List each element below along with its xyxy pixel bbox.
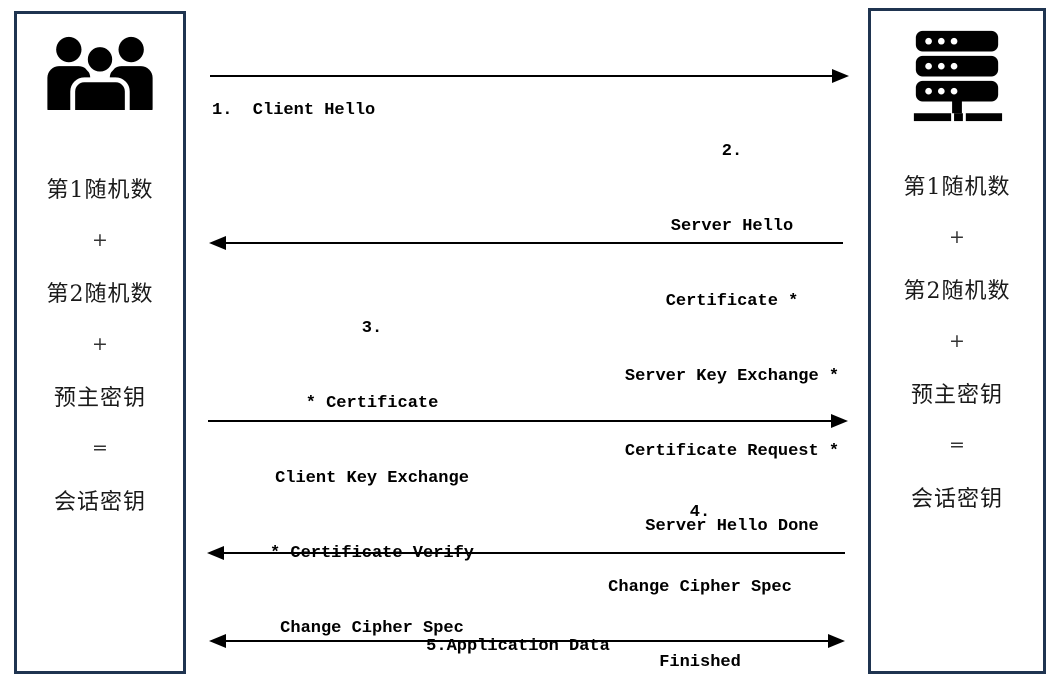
plus-sign: +: [92, 229, 108, 251]
server-key-formula: 第1随机数 + 第2随机数 + 预主密钥 = 会话密钥: [871, 159, 1043, 523]
plus-sign: +: [949, 226, 965, 248]
msg-5-application-data: 5.Application Data: [426, 637, 610, 656]
equals-sign: =: [92, 437, 108, 459]
client-random2-label: 第2随机数: [46, 282, 154, 307]
client-key-formula: 第1随机数 + 第2随机数 + 预主密钥 = 会话密钥: [17, 162, 183, 526]
client-session-key-label: 会话密钥: [53, 490, 146, 515]
server-rack-icon: [871, 26, 1043, 126]
plus-sign: +: [92, 333, 108, 355]
server-box: 第1随机数 + 第2随机数 + 预主密钥 = 会话密钥: [868, 8, 1046, 674]
client-box: 第1随机数 + 第2随机数 + 预主密钥 = 会话密钥: [14, 11, 186, 674]
server-premaster-label: 预主密钥: [910, 383, 1003, 408]
people-group-icon: [17, 34, 183, 110]
client-random1-label: 第1随机数: [46, 178, 154, 203]
server-random1-label: 第1随机数: [903, 175, 1011, 200]
msg-4-change-cipher-spec: 4. Change Cipher Spec Finished: [608, 503, 792, 672]
server-session-key-label: 会话密钥: [910, 487, 1003, 512]
server-random2-label: 第2随机数: [903, 279, 1011, 304]
msg-3-client-key-exchange: 3. * Certificate Client Key Exchange * C…: [270, 319, 474, 638]
client-premaster-label: 预主密钥: [53, 386, 146, 411]
msg-1-client-hello: 1. Client Hello: [212, 101, 376, 120]
equals-sign: =: [949, 434, 965, 456]
msg-2-server-hello: 2. Server Hello Certificate * Server Key…: [624, 142, 840, 536]
plus-sign: +: [949, 330, 965, 352]
